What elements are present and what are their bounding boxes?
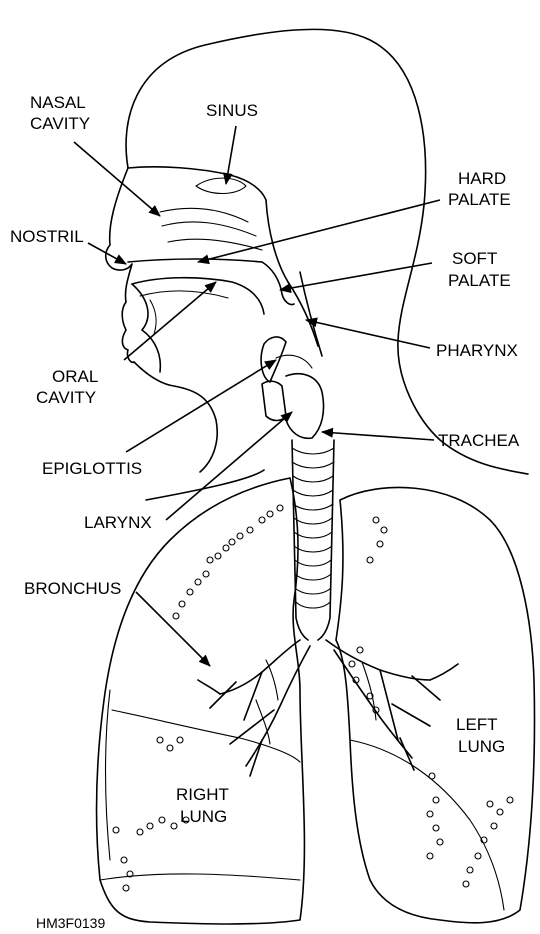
larynx-trachea bbox=[261, 337, 334, 640]
pharynx-arrow bbox=[306, 320, 430, 348]
label-left-lung-line1: LEFT bbox=[456, 715, 498, 734]
label-nostril: NOSTRIL bbox=[10, 227, 84, 246]
label-soft-palate-line2: PALATE bbox=[448, 271, 511, 290]
soft-palate-arrow bbox=[280, 263, 432, 290]
label-larynx: LARYNX bbox=[84, 513, 152, 532]
hard-palate-arrow bbox=[198, 200, 440, 262]
oral-cavity-arrow bbox=[124, 282, 216, 360]
label-left-lung-line2: LUNG bbox=[458, 737, 505, 756]
label-pharynx: PHARYNX bbox=[436, 341, 518, 360]
label-nasal-line1: NASAL bbox=[30, 93, 86, 112]
label-hard-palate-line2: PALATE bbox=[448, 190, 511, 209]
trachea-arrow bbox=[322, 432, 434, 440]
alveoli-right bbox=[113, 505, 283, 891]
label-nasal-line2: CAVITY bbox=[30, 114, 90, 133]
label-oral-line1: ORAL bbox=[52, 367, 98, 386]
label-bronchus: BRONCHUS bbox=[24, 579, 121, 598]
label-right-lung-line2: LUNG bbox=[180, 807, 227, 826]
label-soft-palate-line1: SOFT bbox=[452, 249, 497, 268]
label-epiglottis: EPIGLOTTIS bbox=[42, 459, 142, 478]
label-right-lung-line1: RIGHT bbox=[176, 785, 229, 804]
labels: NASAL CAVITY SINUS HARD PALATE NOSTRIL S… bbox=[10, 93, 520, 931]
figure-code: HM3F0139 bbox=[36, 915, 105, 931]
label-trachea: TRACHEA bbox=[438, 431, 520, 450]
bronchus-arrow bbox=[136, 592, 210, 666]
label-hard-palate-line1: HARD bbox=[458, 169, 506, 188]
tracheal-rings bbox=[292, 448, 334, 608]
larynx-arrow bbox=[166, 412, 292, 520]
nasal-cavity-arrow bbox=[74, 142, 160, 216]
label-sinus: SINUS bbox=[206, 101, 258, 120]
nasal-oral-structures bbox=[128, 167, 322, 372]
left-lung bbox=[326, 487, 534, 922]
right-lung bbox=[97, 478, 310, 924]
label-oral-line2: CAVITY bbox=[36, 388, 96, 407]
leader-lines bbox=[74, 126, 440, 666]
